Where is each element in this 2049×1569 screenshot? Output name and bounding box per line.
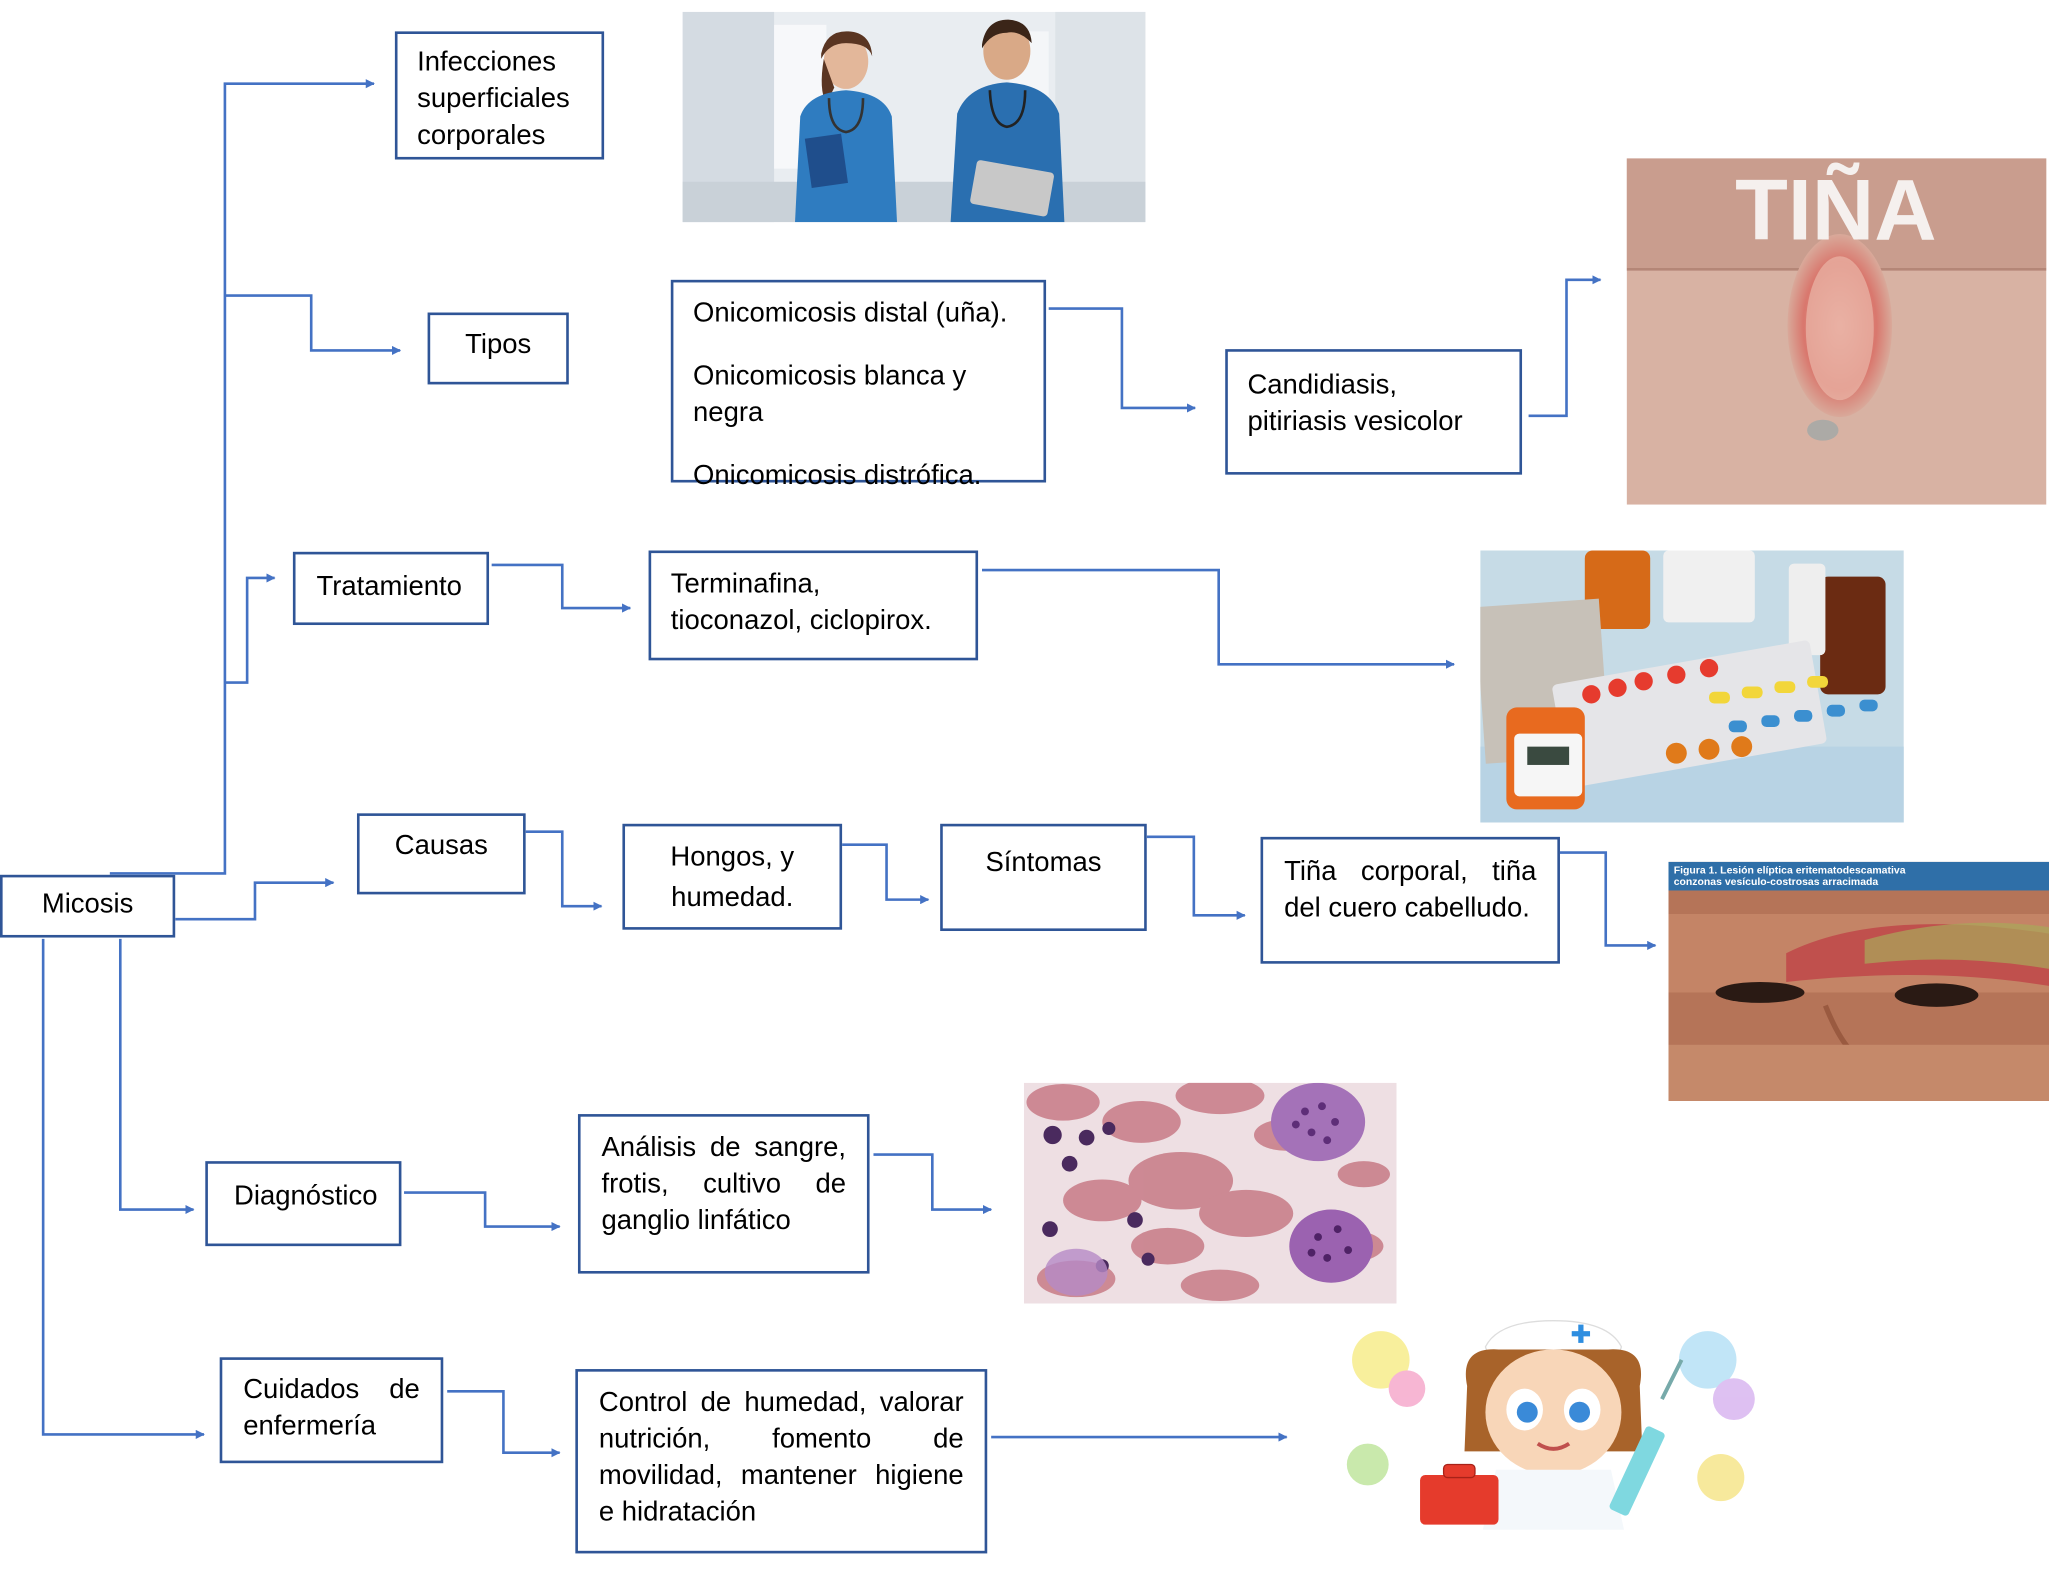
node-tina-desc-label: Tiña corporal, tiña del cuero cabelludo. <box>1284 856 1537 924</box>
node-onicomicosis: Onicomicosis distal (uña). Onicomicosis … <box>670 279 1047 490</box>
arrow-to-control <box>447 1389 561 1458</box>
node-sintomas: Síntomas <box>940 823 1147 932</box>
arrow-to-medicamentos <box>491 563 632 613</box>
arrow-to-face-photo <box>1559 851 1657 950</box>
node-infecciones: Infecciones superficiales corporales <box>394 31 605 160</box>
node-candidiasis: Candidiasis, pitiriasis vesicolor <box>1225 349 1523 475</box>
node-onicomicosis-line-1: Onicomicosis distal (uña). <box>693 298 1008 329</box>
arrow-to-blood-photo <box>873 1153 993 1215</box>
node-micosis: Micosis <box>0 874 176 938</box>
node-tratamiento: Tratamiento <box>292 551 490 626</box>
tina-skin-photo: TIÑA <box>1626 158 2047 505</box>
face-lesion-photo: Figura 1. Lesión elíptica eritematodesca… <box>1668 861 2049 1101</box>
arrow-to-infecciones <box>109 79 375 875</box>
arrow-to-tratamiento <box>224 573 276 684</box>
node-diagnostico-label: Diagnóstico <box>234 1180 378 1211</box>
node-analisis: Análisis de sangre, frotis, cultivo de g… <box>577 1114 870 1274</box>
node-infecciones-line-2: superficiales <box>417 83 570 114</box>
node-onicomicosis-line-3: Onicomicosis distrófica. <box>693 460 982 491</box>
node-micosis-label: Micosis <box>41 889 134 920</box>
doctors-photo <box>682 11 1146 223</box>
node-hongos: Hongos, y humedad. <box>622 823 843 930</box>
node-infecciones-line-1: Infecciones <box>417 47 557 78</box>
arrow-to-cuidados <box>41 938 205 1440</box>
node-tina-desc: Tiña corporal, tiña del cuero cabelludo. <box>1260 836 1560 964</box>
arrow-to-pills-photo <box>982 568 1455 669</box>
node-medicamentos-label: Terminafina, tioconazol, ciclopirox. <box>670 568 932 636</box>
node-onicomicosis-line-2: Onicomicosis blanca y negra <box>693 360 967 428</box>
node-control-label: Control de humedad, valorar nutrición, f… <box>598 1387 964 1528</box>
arrow-to-tina-desc <box>1146 835 1246 920</box>
node-sintomas-label: Síntomas <box>985 847 1102 878</box>
tina-banner-text: TIÑA <box>1735 161 1936 258</box>
arrow-to-sintomas <box>842 843 930 905</box>
node-medicamentos: Terminafina, tioconazol, ciclopirox. <box>648 550 979 661</box>
node-candidiasis-label: Candidiasis, pitiriasis vesicolor <box>1247 370 1463 437</box>
node-hongos-line-2: humedad. <box>671 882 794 913</box>
node-tratamiento-label: Tratamiento <box>316 571 462 602</box>
node-causas-label: Causas <box>394 830 488 861</box>
node-cuidados-label: Cuidados de enfermería <box>243 1374 420 1441</box>
arrow-to-tipos <box>224 294 402 356</box>
arrow-to-hongos <box>525 830 603 911</box>
node-control: Control de humedad, valorar nutrición, f… <box>575 1369 988 1554</box>
arrow-to-diagnostico <box>118 938 195 1215</box>
node-tipos-label: Tipos <box>465 329 532 360</box>
node-diagnostico: Diagnóstico <box>205 1161 402 1247</box>
node-infecciones-line-3: corporales <box>417 120 546 151</box>
arrow-to-tina-photo <box>1528 275 1602 418</box>
arrow-to-causas <box>175 878 335 921</box>
blood-smear-photo <box>1023 1082 1397 1304</box>
node-analisis-label: Análisis de sangre, frotis, cultivo de g… <box>601 1132 847 1236</box>
nurse-cartoon-illustration <box>1328 1307 1779 1530</box>
node-cuidados: Cuidados de enfermería <box>219 1357 444 1464</box>
node-hongos-line-1: Hongos, y <box>670 842 795 873</box>
arrow-to-analisis <box>404 1191 561 1232</box>
figure-caption: Figura 1. Lesión elíptica eritematodesca… <box>1674 865 1909 888</box>
pills-photo <box>1480 550 1904 823</box>
arrow-to-candidiasis <box>1048 307 1197 413</box>
node-tipos: Tipos <box>427 312 569 385</box>
node-causas: Causas <box>356 813 526 895</box>
